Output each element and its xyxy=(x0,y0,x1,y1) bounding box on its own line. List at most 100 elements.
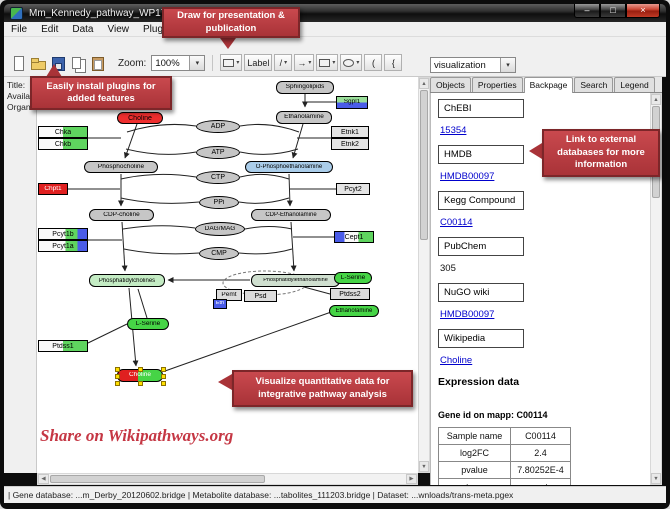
pathway-node-phosphatidylcholines[interactable]: Phosphatidylcholines xyxy=(89,274,165,287)
external-link[interactable]: Choline xyxy=(440,355,473,366)
pathway-node-o-phosphoethanolamine[interactable]: O-Phosphoethanolamine xyxy=(245,161,333,173)
gene-id-line: Gene id on mapp: C00114 xyxy=(438,410,548,420)
selection-handle[interactable] xyxy=(138,381,143,386)
pathway-node-dag-mag[interactable]: DAG/MAG xyxy=(195,222,245,236)
pathway-node-pcyt1a[interactable]: Pcyt1a xyxy=(38,240,88,252)
backpage-section-value: HMDB00097 xyxy=(440,171,644,182)
pathway-node-pcyt1b[interactable]: Pcyt1b xyxy=(38,228,88,240)
open-file-icon[interactable] xyxy=(30,55,47,72)
scroll-right-icon[interactable]: ▶ xyxy=(406,474,417,484)
pathway-node-ptdss1[interactable]: Ptdss1 xyxy=(38,340,88,352)
pathway-node-cdp-choline[interactable]: CDP-choline xyxy=(89,209,154,221)
selection-handle[interactable] xyxy=(115,381,120,386)
new-file-icon[interactable] xyxy=(10,55,27,72)
pathway-node-cept1[interactable]: Cept1 xyxy=(334,231,374,243)
pathway-node-psd[interactable]: Psd xyxy=(244,290,277,302)
selection-handle[interactable] xyxy=(161,373,166,379)
pathway-node-phosphocholine[interactable]: Phosphocholine xyxy=(84,161,158,173)
selection-handle[interactable] xyxy=(115,373,120,379)
pathway-node-chka[interactable]: Chka xyxy=(38,126,88,138)
maximize-button[interactable]: □ xyxy=(600,4,626,18)
scrollbar-thumb[interactable] xyxy=(50,475,265,483)
pathway-node-ethanolamine[interactable]: Ethanolamine xyxy=(276,111,332,124)
external-link[interactable]: C00114 xyxy=(440,217,473,228)
external-link[interactable]: 15354 xyxy=(440,125,467,136)
tab-search[interactable]: Search xyxy=(574,77,614,92)
menu-plugins[interactable]: Plugins xyxy=(142,23,176,35)
pathway-node-l-serine[interactable]: L-Serine xyxy=(127,318,169,330)
pathway-node-etnk2[interactable]: Etnk2 xyxy=(331,138,369,150)
line-tool[interactable]: /▾ xyxy=(274,54,293,71)
value-text: 305 xyxy=(440,263,456,274)
tab-objects[interactable]: Objects xyxy=(430,77,471,92)
pathway-node-etnk1[interactable]: Etnk1 xyxy=(331,126,369,138)
callout-arrow-left-icon xyxy=(218,374,232,390)
ellipse-tool[interactable]: ▾ xyxy=(340,54,363,71)
datanode-tool[interactable]: ▾ xyxy=(220,54,243,71)
pathway-node-l-serine[interactable]: L-Serine xyxy=(334,272,372,284)
pathway-node-choline[interactable]: Choline xyxy=(117,112,163,124)
label-tool[interactable]: Label xyxy=(244,54,273,71)
close-button[interactable]: × xyxy=(626,4,660,18)
pathway-node-sgpl1[interactable]: Sgpl1 xyxy=(336,96,368,109)
pathway-node-chpt1[interactable]: Chpt1 xyxy=(38,183,68,195)
scroll-up-icon[interactable]: ▲ xyxy=(419,78,429,89)
pathway-node-ppi[interactable]: PPi xyxy=(199,196,239,209)
window-title: Mm_Kennedy_pathway_WP1771_45176.gpml xyxy=(29,7,236,19)
pathway-node-pcyt2[interactable]: Pcyt2 xyxy=(336,183,370,195)
arc-tool[interactable]: ( xyxy=(364,54,383,71)
selection-handle[interactable] xyxy=(161,367,166,372)
properties-label: Title: xyxy=(7,80,26,90)
rectangle-tool[interactable]: ▾ xyxy=(316,54,339,71)
pathway-node-ctp[interactable]: CTP xyxy=(196,171,240,184)
tab-properties[interactable]: Properties xyxy=(471,77,523,92)
app-icon xyxy=(10,6,23,20)
canvas-horizontal-scrollbar[interactable]: ◀ ▶ xyxy=(37,473,418,485)
scroll-down-icon[interactable]: ▼ xyxy=(419,461,429,472)
menu-view[interactable]: View xyxy=(107,23,129,35)
pathway-node-sphingolipids[interactable]: Sphingolipids xyxy=(276,81,334,94)
chevron-down-icon[interactable]: ▾ xyxy=(189,56,205,70)
tab-backpage[interactable]: Backpage xyxy=(523,77,574,93)
menu-data[interactable]: Data xyxy=(72,23,94,35)
pathway-node-chkb[interactable]: Chkb xyxy=(38,138,88,150)
menu-edit[interactable]: Edit xyxy=(41,23,59,35)
scroll-left-icon[interactable]: ◀ xyxy=(38,474,49,484)
pathway-node-choline[interactable]: Choline xyxy=(115,367,166,386)
selection-handle[interactable] xyxy=(161,381,166,386)
pathway-node-atp[interactable]: ATP xyxy=(196,146,240,159)
pathway-node-cmp[interactable]: CMP xyxy=(199,247,239,260)
pathway-node-adp[interactable]: ADP xyxy=(196,120,240,133)
scroll-up-icon[interactable]: ▲ xyxy=(651,94,661,105)
copy-icon[interactable] xyxy=(70,55,87,72)
arrow-tool[interactable]: →▾ xyxy=(294,54,315,71)
pathway-node-cdp-ethanolamine[interactable]: CDP-Ethanolamine xyxy=(251,209,331,221)
toolbar-separator xyxy=(212,55,214,71)
tab-legend[interactable]: Legend xyxy=(614,77,655,92)
menu-file[interactable]: File xyxy=(11,23,28,35)
backpage-section-value: Choline xyxy=(440,355,644,366)
chevron-down-icon[interactable]: ▾ xyxy=(500,58,515,72)
scroll-down-icon[interactable]: ▼ xyxy=(651,473,661,484)
visualization-combobox[interactable]: visualization ▾ xyxy=(430,57,516,73)
zoom-combobox[interactable]: 100% ▾ xyxy=(151,55,206,71)
paste-icon[interactable] xyxy=(90,55,107,72)
pathway-node-ethanolamine[interactable]: Ethanolamine xyxy=(329,305,379,317)
brace-tool-icon: { xyxy=(391,57,395,68)
scrollbar-thumb[interactable] xyxy=(420,90,428,240)
pathway-node-phosphatidylethanolamine[interactable]: Phosphatidylethanolamine xyxy=(251,274,340,287)
selection-handle[interactable] xyxy=(115,367,120,372)
selection-handle[interactable] xyxy=(138,367,143,372)
pathway-node-pemt[interactable]: Pemt xyxy=(216,289,242,301)
external-link[interactable]: HMDB00097 xyxy=(440,171,495,182)
pathway-node-ptdss2[interactable]: Ptdss2 xyxy=(330,288,370,300)
minimize-button[interactable]: – xyxy=(574,4,600,18)
brace-tool[interactable]: { xyxy=(384,54,403,71)
canvas-vertical-scrollbar[interactable]: ▲ ▼ xyxy=(418,77,430,473)
external-link[interactable]: HMDB00097 xyxy=(440,309,495,320)
pathway-node-etn[interactable]: Etn xyxy=(213,299,227,309)
